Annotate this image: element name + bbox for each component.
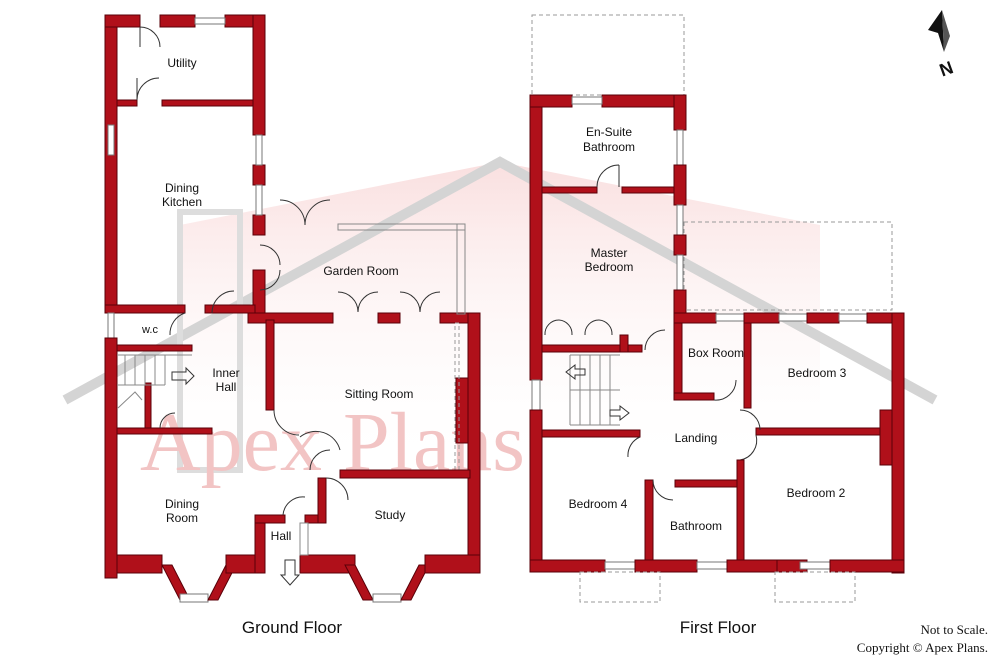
room-label-bedroom-4: Bedroom 4 <box>569 497 628 511</box>
room-label-inner-hall-1: Inner <box>212 366 239 380</box>
room-label-bedroom-3: Bedroom 3 <box>788 366 847 380</box>
copyright-note: Copyright © Apex Plans. <box>857 640 988 655</box>
first-floor-plan <box>529 14 905 603</box>
room-label-inner-hall-2: Hall <box>216 380 237 394</box>
room-label-box-room: Box Room <box>688 346 744 360</box>
room-label-utility: Utility <box>167 56 196 70</box>
room-label-ensuite-2: Bathroom <box>583 140 635 154</box>
room-label-bedroom-2: Bedroom 2 <box>787 486 846 500</box>
room-label-wc: w.c <box>141 324 158 336</box>
room-label-dining-room-1: Dining <box>165 497 199 511</box>
room-label-dining-room-2: Room <box>166 511 198 525</box>
first-floor-label: First Floor <box>680 618 757 637</box>
room-label-study: Study <box>375 508 406 522</box>
room-label-master-1: Master <box>591 246 628 260</box>
ground-floor-label: Ground Floor <box>242 618 342 637</box>
not-to-scale-note: Not to Scale. <box>920 622 988 637</box>
north-label: N <box>937 57 956 80</box>
room-label-dining-kitchen-2: Kitchen <box>162 195 202 209</box>
room-label-garden-room: Garden Room <box>323 264 398 278</box>
ground-floor-plan <box>104 14 481 603</box>
room-label-dining-kitchen-1: Dining <box>165 181 199 195</box>
room-label-landing: Landing <box>675 431 718 445</box>
room-label-master-2: Bedroom <box>585 260 634 274</box>
room-label-bathroom: Bathroom <box>670 519 722 533</box>
north-arrow-icon <box>928 10 950 52</box>
room-label-sitting-room: Sitting Room <box>345 387 414 401</box>
room-label-hall: Hall <box>271 529 292 543</box>
room-label-ensuite-1: En-Suite <box>586 125 632 139</box>
